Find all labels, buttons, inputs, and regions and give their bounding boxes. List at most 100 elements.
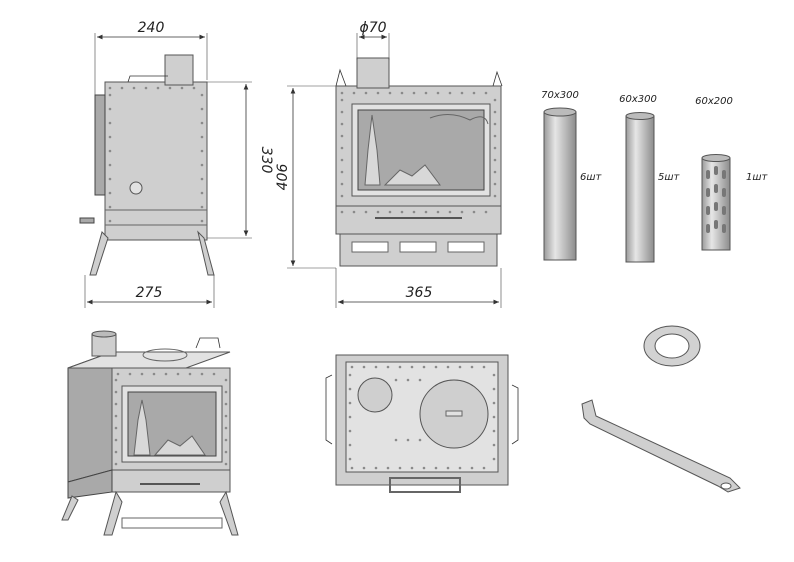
rivet	[152, 372, 156, 376]
rivet	[352, 91, 356, 95]
rivet	[340, 110, 344, 114]
iso-ashbox	[111, 469, 231, 493]
rivet	[224, 450, 228, 454]
pipe-size-label: 60x300	[619, 94, 657, 105]
rivet	[144, 86, 148, 90]
rivet	[200, 121, 204, 125]
dim-front-height: 406	[275, 164, 291, 191]
rivet	[410, 365, 414, 369]
dim-pipe-diameter: ϕ70	[359, 20, 386, 36]
rivet	[400, 210, 404, 214]
rivet	[200, 149, 204, 153]
rivet	[418, 378, 422, 382]
rivet	[482, 466, 486, 470]
side-chimney	[164, 54, 194, 86]
rivet	[493, 194, 497, 198]
rivet	[200, 93, 204, 97]
rivet	[376, 91, 380, 95]
rivet	[448, 210, 452, 214]
side-leg-left	[89, 231, 109, 276]
rivet	[412, 210, 416, 214]
rivet	[362, 365, 366, 369]
isometric-view	[61, 330, 239, 536]
rivet	[394, 378, 398, 382]
rivet	[348, 415, 352, 419]
rivet	[340, 122, 344, 126]
rivet	[458, 365, 462, 369]
side-door-edge	[94, 94, 106, 196]
bolt-pattern	[108, 86, 497, 470]
rivet	[200, 135, 204, 139]
front-ashbox	[335, 205, 502, 235]
rivet	[200, 191, 204, 195]
rivet	[116, 372, 120, 376]
front-mountain-cutout	[383, 164, 441, 186]
rivet	[108, 93, 112, 97]
top-handle-left	[325, 374, 333, 445]
rivet	[120, 86, 124, 90]
rivet	[108, 219, 112, 223]
rivet	[108, 86, 112, 90]
rivet	[492, 387, 496, 391]
iso-side	[67, 351, 113, 483]
iso-leg-back	[61, 495, 79, 521]
rivet	[340, 210, 344, 214]
rivet	[340, 146, 344, 150]
front-view	[335, 57, 503, 267]
rivet	[436, 91, 440, 95]
rivet	[348, 457, 352, 461]
pipe-qty-label: 5шт	[658, 172, 681, 183]
rivet	[386, 466, 390, 470]
rivet	[108, 163, 112, 167]
rivet	[482, 365, 486, 369]
pipe-qty-label: 6шт	[580, 172, 603, 183]
rivet	[340, 98, 344, 102]
rivet	[388, 210, 392, 214]
rivet	[114, 426, 118, 430]
rivet	[108, 177, 112, 181]
pipe-size-label: 60x200	[695, 96, 733, 107]
rivet	[406, 438, 410, 442]
rivet	[212, 372, 216, 376]
rivet	[108, 135, 112, 139]
rivet	[406, 378, 410, 382]
rivet	[200, 372, 204, 376]
rivet	[114, 378, 118, 382]
rivet	[493, 122, 497, 126]
iso-leg-front-left	[103, 490, 123, 536]
rivet	[168, 86, 172, 90]
pipe-70x300: 70x300 6шт	[541, 90, 603, 261]
front-handle-left	[335, 68, 347, 87]
top-view	[325, 354, 519, 493]
rivet	[224, 462, 228, 466]
rivet	[492, 415, 496, 419]
rivet	[410, 466, 414, 470]
rivet	[348, 373, 352, 377]
rivet	[340, 91, 344, 95]
iso-hob-ring	[142, 348, 188, 362]
rivet	[108, 149, 112, 153]
rivet	[180, 86, 184, 90]
rivet	[224, 378, 228, 382]
pipe-qty-label: 1шт	[746, 172, 769, 183]
rivet	[340, 158, 344, 162]
rivet	[424, 91, 428, 95]
rivet	[224, 402, 228, 406]
rivet	[164, 372, 168, 376]
rivet	[340, 134, 344, 138]
rivet	[493, 134, 497, 138]
rivet	[364, 91, 368, 95]
rivet	[340, 194, 344, 198]
iso-handle	[195, 337, 221, 349]
rivet	[114, 414, 118, 418]
rivet	[188, 372, 192, 376]
rivet	[192, 86, 196, 90]
rivet	[340, 182, 344, 186]
top-ash-handle	[389, 477, 461, 493]
rivet	[156, 86, 160, 90]
rivet	[140, 372, 144, 376]
rivet	[108, 191, 112, 195]
rivet	[114, 438, 118, 442]
side-handle	[127, 75, 168, 83]
